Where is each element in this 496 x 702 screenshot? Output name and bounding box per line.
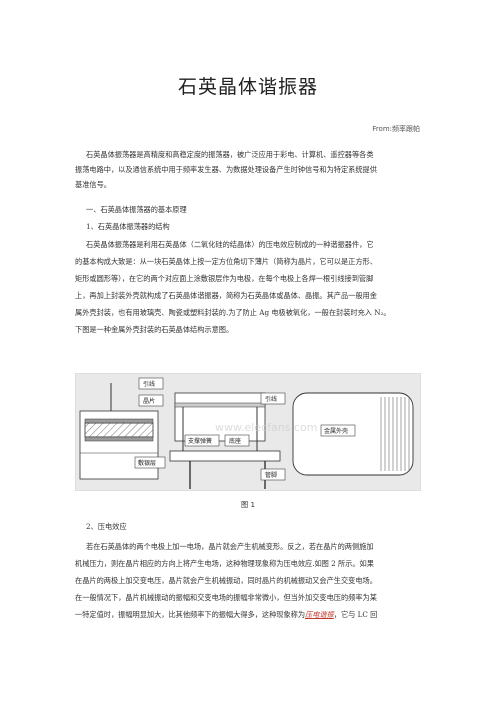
svg-text:晶片: 晶片 bbox=[143, 397, 155, 405]
page-title: 石英晶体谐振器 bbox=[177, 76, 318, 98]
body-line: 在一般情况下，晶片机械振动的振幅和交变电场的振幅非常微小，但当外加交变电压的频率… bbox=[75, 593, 377, 602]
crystal-structure-figure: 引线 晶片 敷银层 引线 支撑弹簧 底座 bbox=[75, 373, 421, 491]
svg-text:金属外壳: 金属外壳 bbox=[324, 427, 348, 435]
label-lead-left: 引线 bbox=[138, 377, 164, 390]
watermark-text: www.elecfans.com bbox=[215, 421, 317, 434]
body-line: 下图是一种金属外壳封装的石英晶体结构示意图。 bbox=[75, 325, 234, 334]
body-line: 的基本构成大致是：从一块石英晶体上按一定方位角切下薄片（简称为晶片，它可以是正方… bbox=[75, 257, 377, 266]
subsection-heading: 1、石英晶体振荡器的结构 bbox=[86, 222, 170, 231]
intro-line: 基准信号。 bbox=[75, 180, 111, 189]
svg-text:引线: 引线 bbox=[143, 380, 155, 388]
svg-text:管脚: 管脚 bbox=[265, 471, 277, 479]
body-line: 上，再加上封装外壳就构成了石英晶体谐振器，简称为石英晶体或晶体、晶振。其产品一般… bbox=[75, 291, 377, 300]
label-base: 底座 bbox=[224, 434, 250, 447]
subsection-heading: 2、压电效应 bbox=[86, 522, 127, 531]
section-heading: 一、石英晶体振荡器的基本原理 bbox=[86, 205, 187, 214]
svg-text:底座: 底座 bbox=[229, 437, 241, 445]
figure-caption: 图 1 bbox=[240, 500, 256, 509]
label-lead-right: 引线 bbox=[260, 392, 286, 405]
last-line-tail: ，它与 LC 回 bbox=[333, 610, 378, 619]
label-support-spring: 支撑弹簧 bbox=[184, 434, 220, 447]
last-line-text: 一特定值时，振幅明显加大，比其他频率下的振幅大得多，这种现象称为 bbox=[75, 610, 306, 619]
svg-text:支撑弹簧: 支撑弹簧 bbox=[188, 437, 212, 445]
svg-text:敷银层: 敷银层 bbox=[138, 459, 156, 467]
body-line: 石英晶体振荡器是利用石英晶体（二氧化硅的结晶体）的压电效应制成的一种谐振器件，它 bbox=[86, 240, 374, 249]
svg-text:引线: 引线 bbox=[265, 395, 277, 403]
label-silver-layer: 敷银层 bbox=[134, 456, 166, 469]
body-line: 矩形或圆形等），在它的两个对应面上涂敷银层作为电极，在每个电极上各焊一根引线接到… bbox=[75, 274, 374, 283]
body-line: 机械压力，则在晶片相应的方向上将产生电场，这种物理现象称为压电效应.如图 2 所… bbox=[75, 559, 374, 568]
body-line-last: 一特定值时，振幅明显加大，比其他频率下的振幅大得多，这种现象称为压电谐振，它与 … bbox=[75, 610, 425, 620]
body-line: 若在石英晶体的两个电极上加一电场，晶片就会产生机械变形。反之，若在晶片的两侧施加 bbox=[86, 542, 374, 551]
body-line: 属外壳封装，也有用玻璃壳、陶瓷或塑料封装的.为了防止 Ag 电极被氧化，一般在封… bbox=[75, 308, 391, 317]
intro-line: 石英晶体振荡器是高精度和高稳定度的振荡器，被广泛应用于彩电、计算机、遥控器等各类 bbox=[86, 150, 374, 159]
intro-line: 振荡电路中，以及通信系统中用于频率发生器、为数据处理设备产生时钟信号和为特定系统… bbox=[75, 165, 377, 174]
piezo-resonance-link[interactable]: 压电谐振 bbox=[305, 610, 334, 619]
label-metal-shell: 金属外壳 bbox=[320, 424, 356, 437]
body-line: 在晶片的两极上加交变电压，晶片就会产生机械振动，同时晶片的机械振动又会产生交变电… bbox=[75, 576, 377, 585]
source-note: From:频率跟帕 bbox=[372, 125, 420, 133]
label-pin: 管脚 bbox=[260, 468, 286, 481]
label-wafer: 晶片 bbox=[138, 394, 164, 407]
